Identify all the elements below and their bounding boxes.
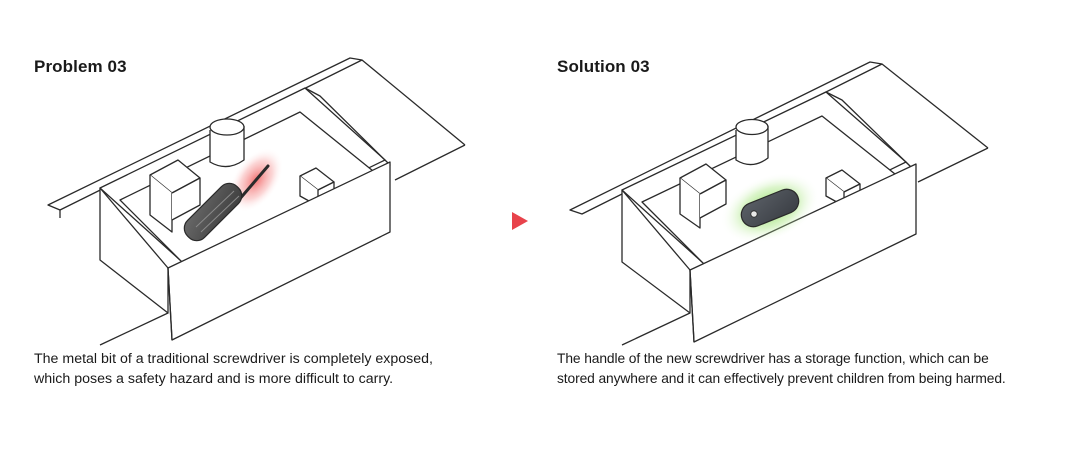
play-arrow-icon [512,212,528,230]
solution-title: Solution 03 [557,57,650,76]
solution-caption: The handle of the new screwdriver has a … [557,349,1006,389]
solution-panel: Solution 03 [520,0,1080,460]
problem-panel: Problem 03 [0,0,520,460]
drawer-illustration-solution [569,61,989,346]
caption-line: The handle of the new screwdriver has a … [557,351,989,366]
capsule-screwdriver-icon [740,188,800,228]
caption-line: The metal bit of a traditional screwdriv… [34,351,434,367]
problem-caption: The metal bit of a traditional screwdriv… [34,349,433,389]
drawer-illustration-problem [47,57,466,346]
caption-line: stored anywhere and it can effectively p… [557,371,1006,386]
floor-line [99,312,169,346]
screwdriver-icon [183,164,270,242]
problem-title: Problem 03 [34,57,127,76]
caption-line: which poses a safety hazard and is more … [34,371,394,387]
